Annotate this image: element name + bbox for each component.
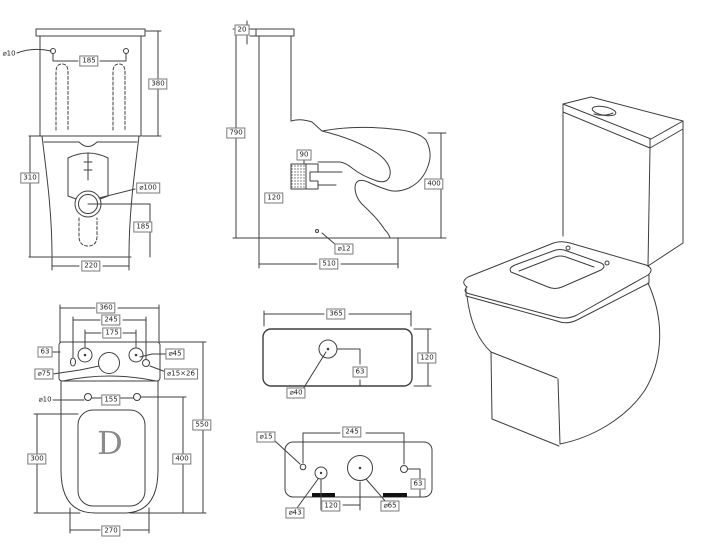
dim-plan-bowl-width: 270: [101, 525, 121, 537]
dim-lid-button-dia: ⌀40: [286, 387, 306, 399]
side-section-view: [232, 20, 447, 269]
perspective-view: [463, 96, 684, 447]
dim-plan-circle-dia: ⌀45: [165, 348, 185, 360]
dim-rear-bolt-span: 185: [79, 55, 99, 67]
dim-plan-hole-span: 245: [101, 314, 121, 326]
dim-rear-base-width: 220: [81, 260, 101, 272]
dim-plan-overall-depth: 550: [192, 419, 212, 431]
dim-base-left-hole-dia: ⌀43: [285, 507, 305, 519]
plan-seat-mark: D: [97, 424, 123, 462]
dim-side-lid-thickness: 20: [234, 24, 250, 36]
dim-base-outlet-dia: ⌀65: [380, 500, 400, 512]
dim-base-center-offset: 120: [321, 500, 341, 512]
dim-plan-circle-span: 175: [102, 327, 122, 339]
dim-side-inlet-offset: 120: [264, 192, 284, 204]
dim-side-overall-depth: 510: [319, 258, 339, 270]
dim-side-bowl-height: 400: [424, 178, 444, 190]
dim-rear-fixing-hole: ⌀10: [2, 49, 16, 58]
cistern-lid-view: [262, 310, 432, 390]
dim-rear-outlet-dia: ⌀100: [136, 182, 160, 194]
dim-plan-seat-hole-span: 155: [101, 394, 121, 406]
dim-rear-tank-height: 380: [148, 78, 168, 90]
dim-plan-edge-offset: 63: [37, 346, 53, 358]
dim-plan-overall-width: 360: [96, 302, 116, 314]
dim-side-inlet-size: 90: [296, 149, 312, 161]
dim-plan-slot-size: ⌀15×26: [164, 368, 198, 380]
dim-rear-pedestal-height: 310: [20, 172, 40, 184]
dim-base-hole-dia: ⌀15: [256, 431, 276, 443]
dim-lid-button-offset: 63: [352, 366, 368, 378]
rear-view: [16, 28, 162, 271]
dim-lid-depth: 120: [417, 352, 437, 364]
plan-view: [33, 304, 207, 534]
dim-side-overall-height: 790: [226, 127, 246, 139]
dim-plan-bowl-depth: 400: [172, 453, 192, 465]
dim-plan-seat-hole-dia: ⌀10: [38, 395, 52, 404]
cistern-base-view: [274, 432, 433, 511]
dim-base-edge-offset: 63: [410, 478, 426, 490]
dim-rear-outlet-height: 185: [133, 221, 153, 233]
dim-side-fixing-dia: ⌀12: [334, 243, 354, 255]
dim-lid-width: 365: [326, 308, 346, 320]
dim-plan-valve-dia: ⌀75: [34, 368, 54, 380]
dim-plan-seat-length: 300: [27, 453, 47, 465]
dim-base-hole-span: 245: [342, 426, 362, 438]
